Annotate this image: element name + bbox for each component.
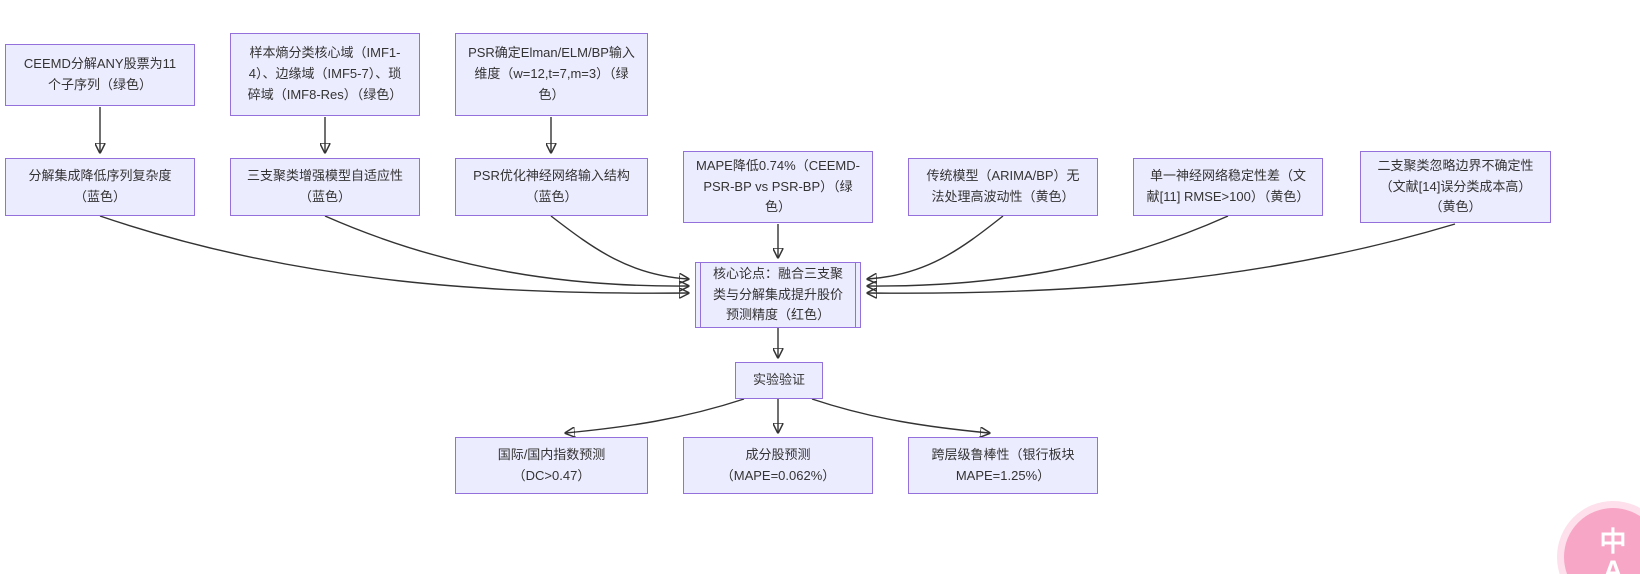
node-label: 样本熵分类核心域（IMF1-4）、边缘域（IMF5-7）、琐碎域（IMF8-Re… (247, 45, 403, 102)
node-label: 成分股预测（MAPE=0.062%） (720, 446, 836, 483)
edge-b3-c (550, 215, 688, 279)
node-label: 单一神经网络稳定性差（文献[11] RMSE>100）（黄色） (1146, 168, 1310, 204)
node-label: 传统模型（ARIMA/BP）无法处理高波动性（黄色） (926, 168, 1080, 204)
node-label: 分解集成降低序列复杂度（蓝色） (28, 168, 172, 204)
node-label: 跨层级鲁棒性（银行板块 MAPE=1.25%） (931, 446, 1075, 483)
node-index-prediction: 国际/国内指数预测（DC>0.47） (455, 437, 648, 494)
node-label: MAPE降低0.74%（CEEMD-PSR-BP vs PSR-BP）（绿色） (696, 157, 860, 215)
edge-b1-c (99, 215, 688, 293)
node-experimental-validation: 实验验证 (735, 362, 823, 399)
node-label: 二支聚类忽略边界不确定性（文献[14]误分类成本高）（黄色） (1377, 157, 1534, 215)
node-ceemd-decomposition: CEEMD分解ANY股票为11个子序列（绿色） (5, 44, 195, 106)
node-label: 三支聚类增强模型自适应性（蓝色） (246, 168, 403, 204)
edge-b5-c (868, 215, 1004, 279)
node-mape-reduction: MAPE降低0.74%（CEEMD-PSR-BP vs PSR-BP）（绿色） (683, 151, 873, 223)
translate-badge-text-top: 中 (1599, 527, 1627, 558)
subroutine-right-bar (855, 263, 856, 327)
node-two-way-clustering-limitation: 二支聚类忽略边界不确定性（文献[14]误分类成本高）（黄色） (1360, 151, 1551, 223)
edge-b6-c (868, 215, 1229, 286)
node-label: 实验验证 (752, 372, 805, 388)
node-label: CEEMD分解ANY股票为11个子序列（绿色） (23, 56, 177, 92)
edge-d-e1 (566, 398, 745, 433)
node-sample-entropy-classification: 样本熵分类核心域（IMF1-4）、边缘域（IMF5-7）、琐碎域（IMF8-Re… (230, 33, 420, 116)
translate-badge-button[interactable]: 中 A (1564, 508, 1640, 574)
edge-b7-c (868, 223, 1456, 293)
node-label: PSR优化神经网络输入结构（蓝色） (473, 168, 630, 204)
subroutine-left-bar (700, 263, 701, 327)
node-psr-optimizes-input: PSR优化神经网络输入结构（蓝色） (455, 158, 648, 216)
node-traditional-model-limitation: 传统模型（ARIMA/BP）无法处理高波动性（黄色） (908, 158, 1098, 216)
node-label: 国际/国内指数预测（DC>0.47） (497, 446, 606, 483)
node-core-thesis: 核心论点：融合三支聚类与分解集成提升股价预测精度（红色） (695, 262, 861, 328)
translate-badge-text-bottom: A (1603, 555, 1623, 574)
edge-b2-c (324, 215, 688, 286)
edge-d-e3 (811, 398, 989, 433)
node-label: 核心论点：融合三支聚类与分解集成提升股价预测精度（红色） (712, 265, 843, 323)
node-psr-input-dimension: PSR确定Elman/ELM/BP输入维度（w=12,t=7,m=3）（绿色） (455, 33, 648, 116)
node-label: PSR确定Elman/ELM/BP输入维度（w=12,t=7,m=3）（绿色） (468, 45, 635, 102)
node-single-nn-instability: 单一神经网络稳定性差（文献[11] RMSE>100）（黄色） (1133, 158, 1323, 216)
node-three-way-clustering-adaptivity: 三支聚类增强模型自适应性（蓝色） (230, 158, 420, 216)
node-constituent-stock-prediction: 成分股预测（MAPE=0.062%） (683, 437, 873, 494)
node-cross-level-robustness: 跨层级鲁棒性（银行板块 MAPE=1.25%） (908, 437, 1098, 494)
node-decomposition-reduces-complexity: 分解集成降低序列复杂度（蓝色） (5, 158, 195, 216)
